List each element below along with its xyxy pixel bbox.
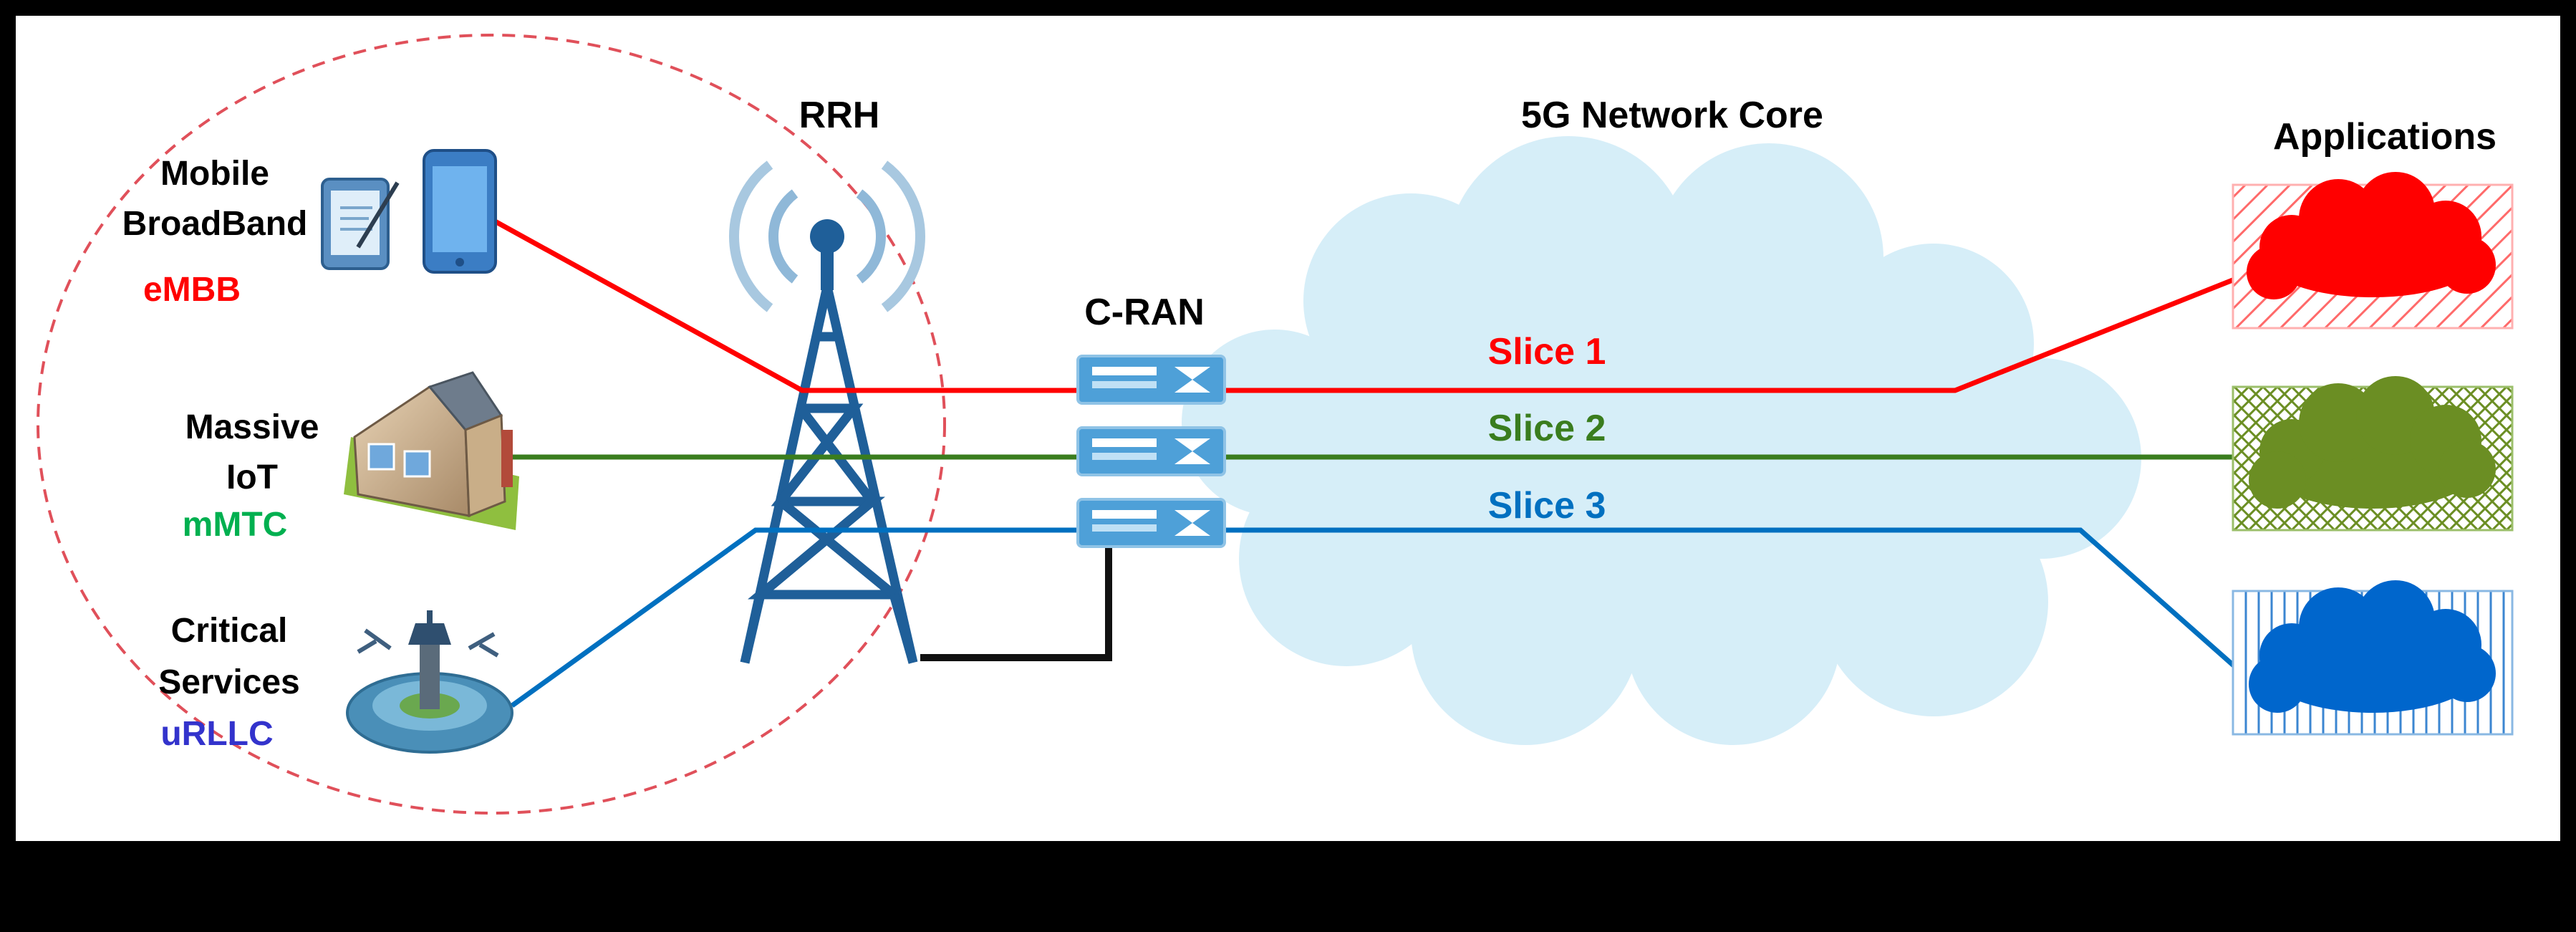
mmtc-line2: IoT <box>226 458 278 496</box>
slice-3-label: Slice 3 <box>1488 485 1606 527</box>
application-2 <box>2232 376 2514 532</box>
house-icon <box>344 371 519 530</box>
urllc-line1: Critical <box>171 612 288 650</box>
slice-1-label: Slice 1 <box>1488 331 1606 373</box>
mmtc-line1: Massive <box>185 408 319 446</box>
embb-line1: Mobile <box>160 155 269 193</box>
mmtc-tag: mMTC <box>183 506 288 544</box>
urllc-tag: uRLLC <box>160 715 273 753</box>
core-cloud <box>1182 136 2141 745</box>
slice-3-line <box>510 527 2237 708</box>
application-3 <box>2232 580 2514 736</box>
slice-1-line <box>482 212 2236 393</box>
application-1 <box>2232 172 2514 330</box>
cloud-icon <box>2249 376 2496 509</box>
control-tower-icon <box>346 610 513 754</box>
embb-tag: eMBB <box>143 271 241 309</box>
backhaul-link <box>920 548 1112 661</box>
slice-2-label: Slice 2 <box>1488 408 1606 449</box>
tablet-icon <box>321 178 400 270</box>
applications-label: Applications <box>2273 116 2497 158</box>
cran-label: C-RAN <box>1084 292 1205 333</box>
coverage-circle <box>37 34 946 815</box>
smartphone-icon <box>423 149 497 274</box>
cloud-icon <box>2247 172 2496 299</box>
rrh-label: RRH <box>799 95 880 136</box>
urllc-line2: Services <box>158 663 300 701</box>
embb-line2: BroadBand <box>122 205 308 243</box>
cloud-icon <box>2249 580 2496 713</box>
core-label: 5G Network Core <box>1521 95 1823 136</box>
server-rack-icon <box>1076 355 1226 548</box>
